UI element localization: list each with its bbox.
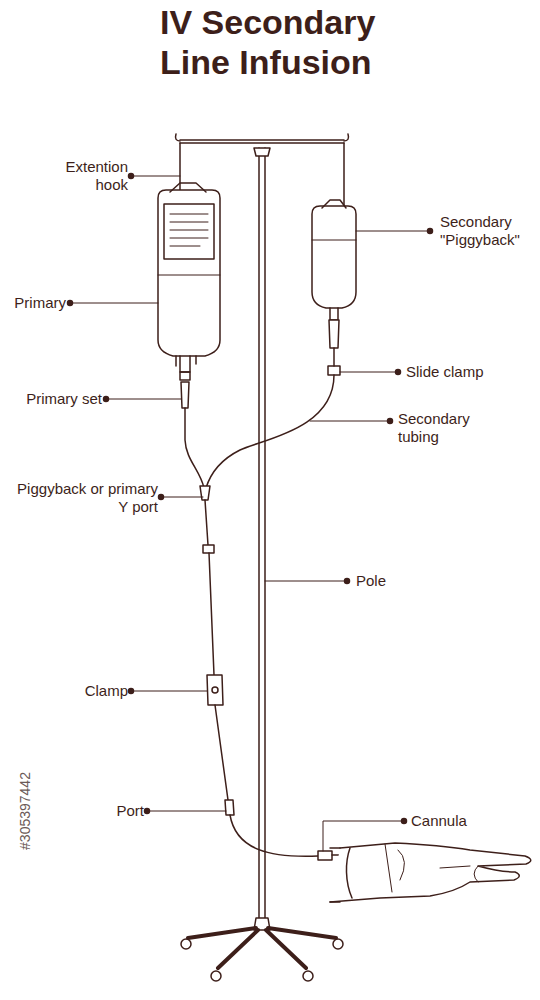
part-label: Secondary tubing xyxy=(398,410,508,446)
title: IV Secondary Line Infusion xyxy=(160,2,410,82)
part-label: Extention hook xyxy=(52,158,128,194)
part-label: Port xyxy=(90,802,144,820)
part-label: Piggyback or primary Y port xyxy=(6,480,158,516)
part-label: Slide clamp xyxy=(406,363,516,381)
part-label: Secondary "Piggyback" xyxy=(440,213,535,249)
part-label: Clamp xyxy=(60,682,128,700)
part-label: Primary xyxy=(4,294,66,312)
part-label: Primary set xyxy=(4,390,102,408)
part-label: Pole xyxy=(356,572,416,590)
part-label: Cannula xyxy=(411,812,511,830)
watermark: #305397442 xyxy=(16,756,34,866)
